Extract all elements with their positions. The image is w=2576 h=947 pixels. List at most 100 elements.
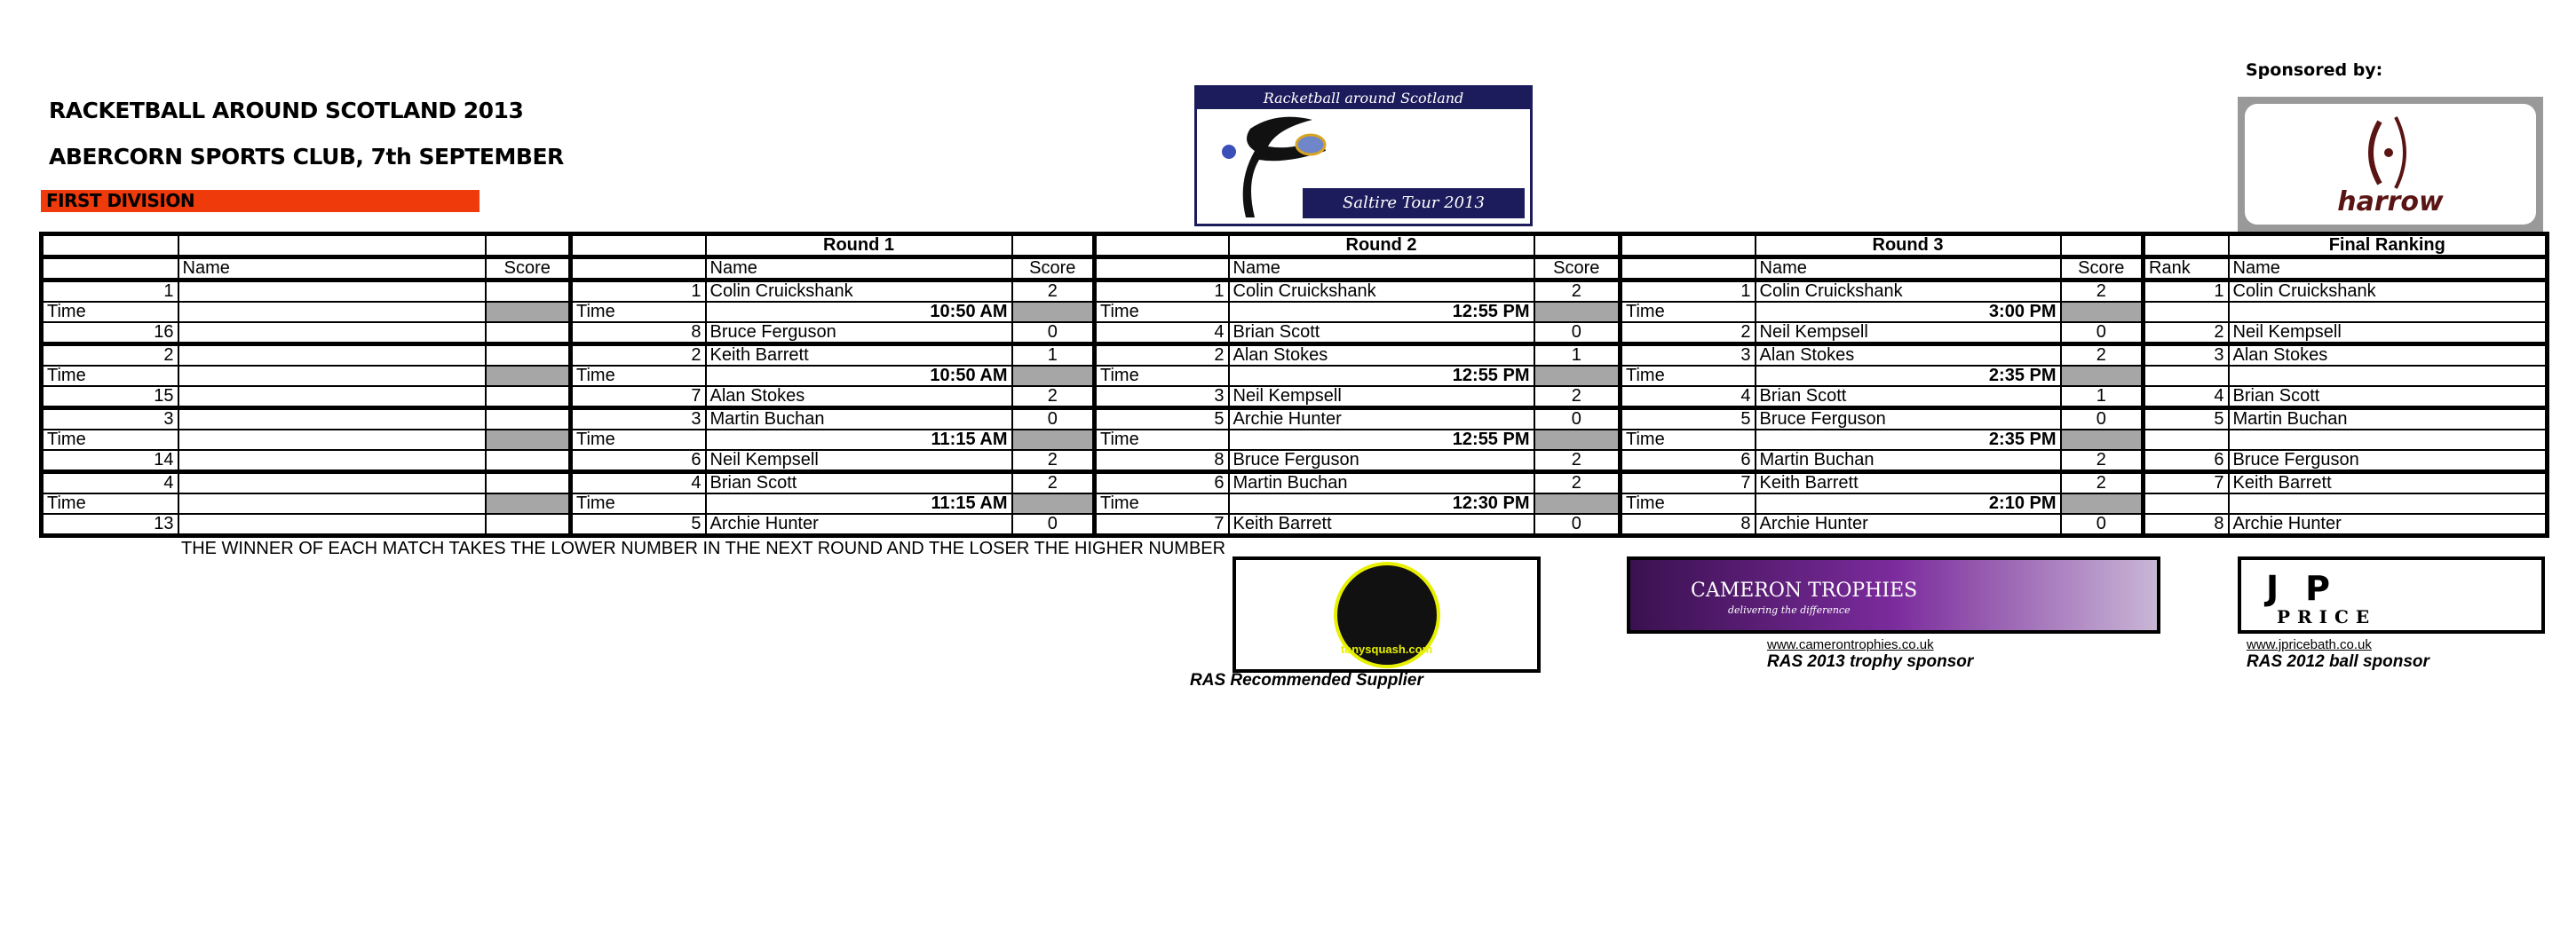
seed-number: 6	[1092, 470, 1230, 494]
player-score	[484, 279, 572, 303]
seed-number: 5	[568, 513, 707, 538]
final-rank: 3	[2141, 343, 2230, 367]
name-header: Name	[704, 256, 1013, 282]
score-blank-cell	[484, 365, 572, 387]
seed-number: 6	[568, 449, 707, 474]
blank-cell	[1011, 232, 1096, 259]
seed-number: 3	[39, 406, 179, 430]
player-name: Neil Kempsell	[1754, 321, 2062, 346]
blank-cell	[2141, 232, 2230, 259]
tonysquash-caption: RAS Recommended Supplier	[1190, 671, 1423, 690]
jp-logo-sub: PRICE	[2277, 606, 2377, 627]
player-score: 2	[2059, 343, 2144, 367]
player-name	[177, 321, 487, 346]
score-blank-cell	[2059, 365, 2144, 387]
player-score: 1	[1011, 343, 1096, 367]
final-name: Archie Hunter	[2227, 513, 2549, 538]
score-blank-cell	[1011, 429, 1096, 451]
time-label: Time	[1092, 301, 1230, 323]
name-header: Name	[2227, 256, 2549, 282]
seed-number: 15	[39, 385, 179, 410]
match-time: 12:55 PM	[1227, 365, 1535, 387]
seed-number: 5	[1092, 406, 1230, 430]
blank-cell	[1533, 232, 1621, 259]
seed-number: 8	[568, 321, 707, 346]
player-name: Archie Hunter	[1227, 406, 1535, 430]
harrow-logo: harrow	[2238, 97, 2543, 232]
score-blank-cell	[2059, 429, 2144, 451]
footer-note: THE WINNER OF EACH MATCH TAKES THE LOWER…	[181, 539, 1226, 558]
player-score	[484, 449, 572, 474]
player-name: Colin Cruickshank	[1754, 279, 2062, 303]
seed-number: 8	[1618, 513, 1756, 538]
tonysquash-logo: tonysquash.com	[1233, 556, 1541, 673]
score-blank-cell	[1533, 429, 1621, 451]
blank-cell	[568, 256, 707, 282]
score-blank-cell	[484, 429, 572, 451]
final-rank: 2	[2141, 321, 2230, 346]
player-name	[177, 343, 487, 367]
match-time	[177, 429, 487, 451]
cameron-logo-text: CAMERON TROPHIES	[1691, 580, 1918, 602]
seed-number: 16	[39, 321, 179, 346]
player-name: Brian Scott	[1227, 321, 1535, 346]
final-ranking-title: Final Ranking	[2227, 232, 2549, 259]
blank-cell	[2141, 365, 2230, 387]
seed-number: 3	[1618, 343, 1756, 367]
seed-number: 4	[568, 470, 707, 494]
player-score: 0	[1533, 406, 1621, 430]
final-name: Bruce Ferguson	[2227, 449, 2549, 474]
seed-number: 4	[1092, 321, 1230, 346]
seed-number: 7	[568, 385, 707, 410]
seed-number: 5	[1618, 406, 1756, 430]
time-label: Time	[39, 429, 179, 451]
seed-number: 2	[1092, 343, 1230, 367]
player-name: Keith Barrett	[1227, 513, 1535, 538]
blank-cell	[2227, 301, 2549, 323]
blank-cell	[2227, 493, 2549, 515]
score-header: Score	[1533, 256, 1621, 282]
jp-price-url-link[interactable]: www.jpricebath.co.uk	[2247, 637, 2372, 652]
racketball-player-icon	[1222, 116, 1327, 217]
player-score: 2	[1011, 449, 1096, 474]
player-name: Archie Hunter	[1754, 513, 2062, 538]
final-name: Keith Barrett	[2227, 470, 2549, 494]
blank-cell	[39, 232, 179, 259]
score-header: Score	[2059, 256, 2144, 282]
player-name: Brian Scott	[1754, 385, 2062, 410]
harrow-wordmark: harrow	[2337, 186, 2444, 217]
cameron-url-link[interactable]: www.camerontrophies.co.uk	[1767, 637, 1934, 652]
jp-logo-text: JP	[2266, 569, 2357, 608]
seed-number: 2	[1618, 321, 1756, 346]
match-time: 11:15 AM	[704, 493, 1013, 515]
match-time: 12:30 PM	[1227, 493, 1535, 515]
name-header: Name	[177, 256, 487, 282]
match-time: 12:55 PM	[1227, 429, 1535, 451]
player-name: Neil Kempsell	[704, 449, 1013, 474]
seed-number: 4	[1618, 385, 1756, 410]
seed-number: 4	[39, 470, 179, 494]
round-title: Round 3	[1754, 232, 2062, 259]
final-rank: 7	[2141, 470, 2230, 494]
player-name: Bruce Ferguson	[1754, 406, 2062, 430]
player-score: 2	[1533, 279, 1621, 303]
player-score: 2	[2059, 470, 2144, 494]
match-time: 10:50 AM	[704, 301, 1013, 323]
player-score: 2	[1533, 385, 1621, 410]
match-time: 3:00 PM	[1754, 301, 2062, 323]
match-time: 10:50 AM	[704, 365, 1013, 387]
seed-number: 1	[1618, 279, 1756, 303]
blank-cell	[2141, 301, 2230, 323]
final-rank: 8	[2141, 513, 2230, 538]
score-blank-cell	[1533, 493, 1621, 515]
match-time	[177, 365, 487, 387]
blank-cell	[568, 232, 707, 259]
time-label: Time	[568, 301, 707, 323]
